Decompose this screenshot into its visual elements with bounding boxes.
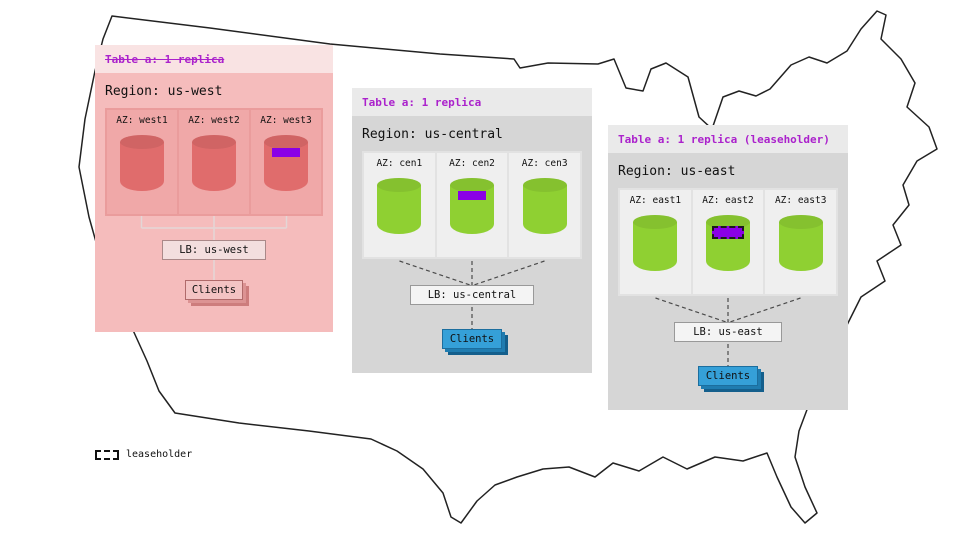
az-to-lb-connectors bbox=[140, 216, 288, 240]
az-row-us-west: AZ: west1 AZ: west2 AZ: west3 bbox=[105, 108, 323, 216]
database-cylinder-icon bbox=[706, 215, 750, 271]
az-box-east1: AZ: east1 bbox=[620, 190, 691, 294]
table-header-us-central: Table a: 1 replica bbox=[352, 88, 592, 116]
load-balancer-us-west: LB: us-west bbox=[162, 240, 266, 260]
database-cylinder-icon bbox=[377, 178, 422, 234]
table-label-us-west: Table a: 1 replica bbox=[105, 52, 225, 66]
az-label-cen3: AZ: cen3 bbox=[521, 158, 568, 169]
az-label-cen1: AZ: cen1 bbox=[376, 158, 423, 169]
az-label-east1: AZ: east1 bbox=[629, 195, 682, 206]
load-balancer-us-central: LB: us-central bbox=[410, 285, 534, 305]
az-box-cen1: AZ: cen1 bbox=[364, 153, 435, 257]
region-title-us-central: Region: us-central bbox=[362, 127, 503, 142]
table-header-us-east: Table a: 1 replica (leaseholder) bbox=[608, 125, 848, 153]
leaseholder-swatch-icon bbox=[95, 449, 119, 460]
clients-box-us-east: Clients bbox=[698, 366, 758, 386]
region-title-us-east: Region: us-east bbox=[618, 164, 736, 179]
table-label-us-east: Table a: 1 replica (leaseholder) bbox=[618, 132, 830, 146]
lb-to-clients-connector bbox=[727, 344, 729, 366]
az-box-east2: AZ: east2 bbox=[692, 190, 764, 294]
leaseholder-range-icon bbox=[712, 226, 744, 239]
az-box-west2: AZ: west2 bbox=[179, 110, 249, 214]
az-to-lb-connectors bbox=[399, 260, 545, 285]
az-label-west1: AZ: west1 bbox=[116, 115, 168, 126]
database-cylinder-icon bbox=[522, 178, 567, 234]
az-box-west3: AZ: west3 bbox=[251, 110, 321, 214]
database-cylinder-icon bbox=[120, 135, 164, 191]
legend-label: leaseholder bbox=[126, 449, 193, 460]
az-box-west1: AZ: west1 bbox=[107, 110, 177, 214]
az-label-east3: AZ: east3 bbox=[774, 195, 827, 206]
az-box-cen3: AZ: cen3 bbox=[509, 153, 581, 257]
load-balancer-us-east: LB: us-east bbox=[674, 322, 782, 342]
region-panel-us-east: Table a: 1 replica (leaseholder) Region:… bbox=[608, 125, 848, 410]
az-label-east2: AZ: east2 bbox=[702, 195, 754, 206]
clients-box-us-central: Clients bbox=[442, 329, 502, 349]
database-cylinder-icon bbox=[264, 135, 308, 191]
database-cylinder-icon bbox=[633, 215, 678, 271]
az-box-east3: AZ: east3 bbox=[765, 190, 837, 294]
legend: leaseholder bbox=[95, 449, 192, 460]
az-label-west2: AZ: west2 bbox=[188, 115, 240, 126]
replica-range-icon bbox=[272, 148, 300, 157]
az-row-us-central: AZ: cen1 AZ: cen2 AZ: cen3 bbox=[362, 151, 582, 259]
az-row-us-east: AZ: east1 AZ: east2 AZ: east3 bbox=[618, 188, 838, 296]
lb-to-clients-connector bbox=[471, 307, 473, 329]
database-cylinder-icon bbox=[778, 215, 823, 271]
table-label-us-central: Table a: 1 replica bbox=[362, 95, 482, 109]
region-panel-us-west: Table a: 1 replica Region: us-west AZ: w… bbox=[95, 45, 333, 332]
az-label-cen2: AZ: cen2 bbox=[449, 158, 495, 169]
az-label-west3: AZ: west3 bbox=[260, 115, 312, 126]
replica-range-icon bbox=[458, 191, 486, 200]
region-title-us-west: Region: us-west bbox=[105, 84, 223, 99]
database-cylinder-icon bbox=[450, 178, 494, 234]
lb-to-clients-connector bbox=[213, 260, 215, 280]
az-box-cen2: AZ: cen2 bbox=[436, 153, 508, 257]
table-header-us-west: Table a: 1 replica bbox=[95, 45, 333, 73]
database-cylinder-icon bbox=[192, 135, 236, 191]
clients-box-us-west: Clients bbox=[185, 280, 243, 300]
region-panel-us-central: Table a: 1 replica Region: us-central AZ… bbox=[352, 88, 592, 373]
az-to-lb-connectors bbox=[655, 297, 801, 322]
